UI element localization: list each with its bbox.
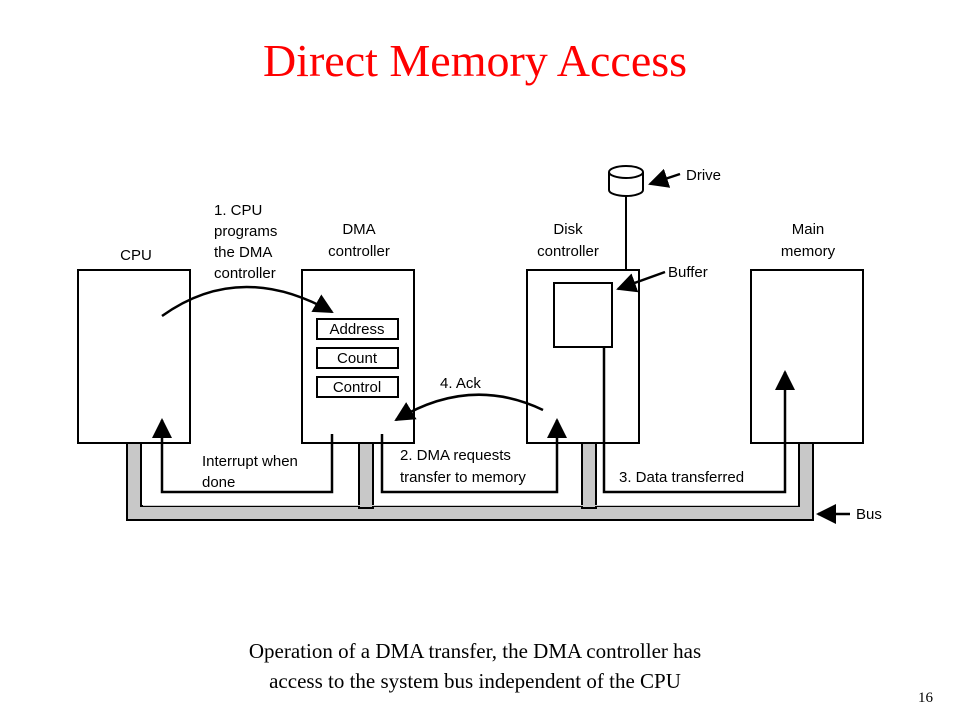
step3-data-arrow (602, 347, 795, 494)
step4-ack-arrow (394, 393, 544, 422)
interrupt-label: Interrupt when (202, 453, 298, 470)
buffer-pointer-arrow (616, 270, 666, 293)
slide-number: 16 (918, 690, 933, 706)
register-count-box (316, 347, 399, 369)
buffer-label: Buffer (668, 264, 708, 281)
step1-label: 1. CPU (214, 202, 262, 219)
register-count-label: Count (337, 350, 378, 367)
register-control-box (316, 376, 399, 398)
bus-branch-disk (581, 441, 597, 509)
step1-label-3: the DMA (214, 244, 272, 261)
memory-label: Main (792, 221, 825, 238)
step1-label-2: programs (214, 223, 277, 240)
bus-branch-dma (358, 441, 374, 509)
register-address-label: Address (329, 321, 384, 338)
dma-label: DMA (342, 221, 375, 238)
step1-arrow (161, 285, 334, 318)
caption-line-2: access to the system bus independent of … (269, 669, 681, 693)
drive-pointer-arrow (648, 168, 681, 188)
register-address-box (316, 318, 399, 340)
memory-label-2: memory (781, 243, 836, 260)
step3-label: 3. Data transferred (619, 469, 744, 486)
caption-line-1: Operation of a DMA transfer, the DMA con… (248, 639, 702, 663)
cpu-box (77, 269, 191, 444)
slide-caption: Operation of a DMA transfer, the DMA con… (0, 636, 950, 696)
step2-request-arrow (380, 418, 567, 494)
register-control-label: Control (333, 379, 381, 396)
drive-label: Drive (686, 167, 721, 184)
disk-label: Disk (553, 221, 583, 238)
interrupt-label-2: done (202, 474, 235, 491)
bus-label: Bus (856, 506, 882, 523)
step4-label: 4. Ack (440, 375, 481, 392)
step1-label-4: controller (214, 265, 276, 282)
main-memory-box (750, 269, 864, 444)
interrupt-arrow (152, 418, 334, 494)
drive-cylinder-icon (608, 165, 644, 197)
step2-label-2: transfer to memory (400, 469, 526, 486)
disk-label-2: controller (537, 243, 599, 260)
cpu-label: CPU (120, 247, 152, 264)
slide-title: Direct Memory Access (262, 35, 688, 86)
dma-label-2: controller (328, 243, 390, 260)
step2-label: 2. DMA requests (400, 447, 511, 464)
buffer-box (553, 282, 613, 348)
